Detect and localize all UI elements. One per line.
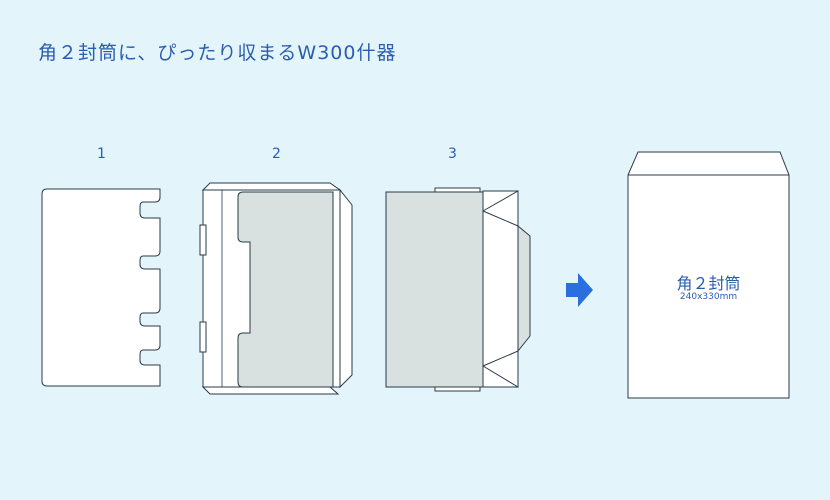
envelope-size: 240x330mm (679, 292, 738, 302)
page-title: 角２封筒に、ぴったり収まるW300什器 (38, 42, 397, 64)
step-3-folded (385, 187, 531, 392)
envelope-kaku2 (627, 151, 790, 399)
arrow-right-icon (566, 273, 593, 307)
step-2-folding (199, 182, 353, 395)
step-1-flat-sheet (41, 188, 161, 387)
envelope-label: 角２封筒 (676, 274, 741, 293)
step-number-3: 3 (448, 146, 457, 162)
step-number-2: 2 (272, 146, 281, 162)
step-number-1: 1 (97, 146, 106, 162)
